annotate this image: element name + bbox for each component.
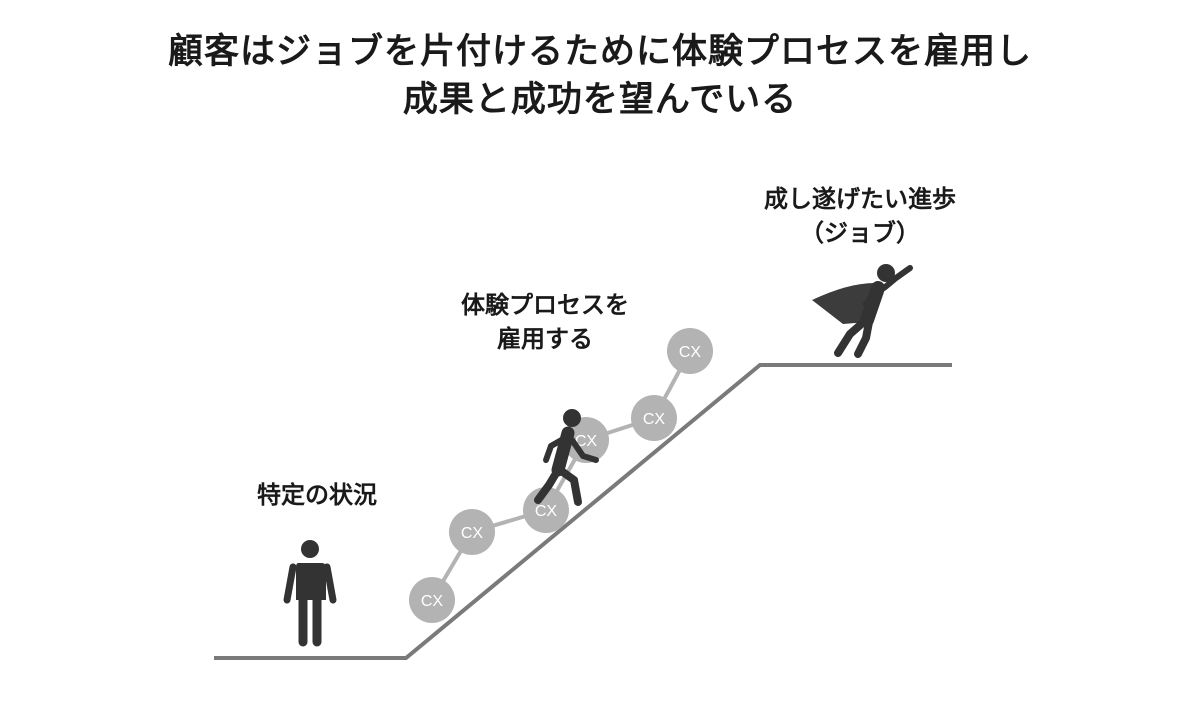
standing-person-icon <box>283 540 337 647</box>
title-line-1: 顧客はジョブを片付けるために体験プロセスを雇用し <box>167 32 1032 72</box>
hire-experience-process-label: 体験プロセスを 雇用する <box>430 288 660 356</box>
superhero-icon <box>812 264 913 358</box>
title-line-2: 成果と成功を望んでいる <box>402 80 798 120</box>
progress-text-line-1: 成し遂げたい進歩 <box>764 185 956 213</box>
situation-text: 特定の状況 <box>257 481 377 509</box>
svg-text:CX: CX <box>575 433 598 450</box>
hire-text-line-1: 体験プロセスを <box>461 291 629 319</box>
cx-node: CX <box>667 328 713 374</box>
cx-node: CX <box>563 417 609 463</box>
svg-text:CX: CX <box>461 525 484 542</box>
svg-text:CX: CX <box>643 411 666 428</box>
progress-slope-line <box>214 363 952 660</box>
cx-node: CX <box>449 509 495 555</box>
cx-node: CX <box>631 395 677 441</box>
desired-progress-label: 成し遂げたい進歩 （ジョブ） <box>730 182 990 250</box>
page-title: 顧客はジョブを片付けるために体験プロセスを雇用し 成果と成功を望んでいる <box>0 28 1200 124</box>
svg-text:CX: CX <box>535 503 558 520</box>
svg-text:CX: CX <box>679 344 702 361</box>
running-person-icon <box>534 409 599 506</box>
cx-node: CX <box>409 577 455 623</box>
svg-text:CX: CX <box>421 593 444 610</box>
specific-situation-label: 特定の状況 <box>232 478 402 512</box>
progress-text-line-2: （ジョブ） <box>800 219 920 247</box>
hire-text-line-2: 雇用する <box>497 325 593 353</box>
